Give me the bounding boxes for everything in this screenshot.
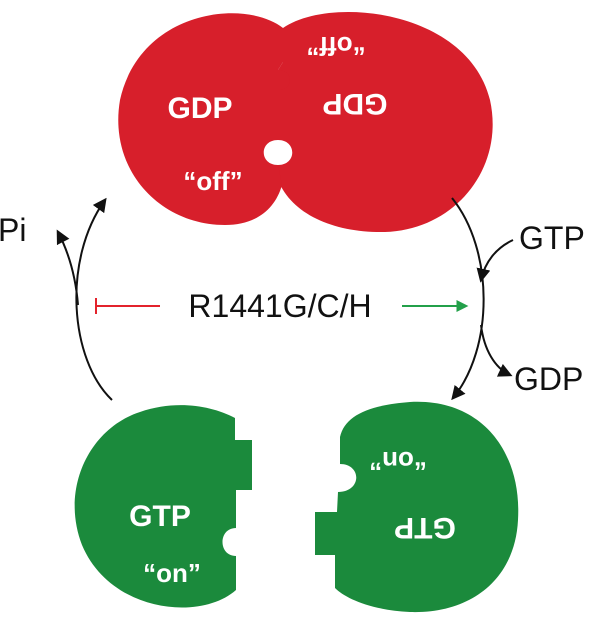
inhibition-mark — [95, 298, 160, 314]
gdp-out-label: GDP — [514, 361, 583, 397]
mutation-label: R1441G/C/H — [188, 288, 371, 324]
on-right-monomer-shape — [315, 401, 519, 613]
gtp-monomer-right: GTP “on” — [315, 401, 519, 613]
on-right-nucleotide: GTP — [394, 511, 456, 544]
pi-label: Pi — [0, 212, 26, 248]
exchange-arrow — [451, 197, 485, 401]
pi-release-arrow — [56, 229, 79, 306]
gtp-binding-arrow — [476, 239, 514, 283]
dimer-left-monomer-shape — [118, 13, 290, 226]
hydrolysis-arrow — [75, 197, 113, 401]
dimer-right-monomer-shape — [266, 11, 493, 233]
gdp-dimer: GDP “off” GDP “off” — [118, 11, 493, 233]
gdp-release-arrow — [480, 324, 513, 377]
gtp-monomer-left: GTP “on” — [74, 405, 252, 608]
on-left-state: “on” — [143, 558, 201, 588]
on-left-monomer-shape — [74, 405, 252, 608]
dimer-left-nucleotide: GDP — [167, 92, 232, 125]
dimer-right-nucleotide: GDP — [322, 87, 387, 120]
on-right-state: “on” — [369, 446, 427, 476]
gtp-in-label: GTP — [519, 220, 585, 256]
dimer-right-state: “off” — [306, 31, 365, 61]
dimer-left-state: “off” — [183, 166, 242, 196]
on-left-nucleotide: GTP — [129, 500, 191, 533]
